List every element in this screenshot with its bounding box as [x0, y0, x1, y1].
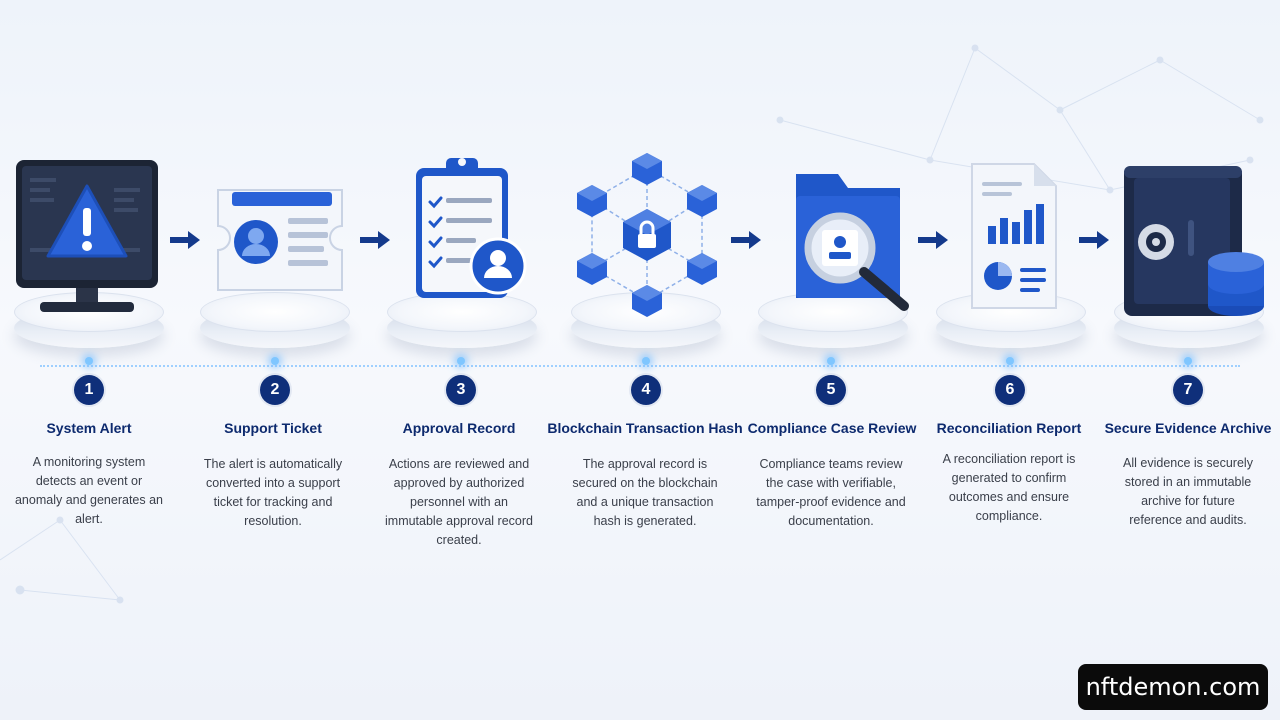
- watermark-badge: nftdemon.com: [1078, 664, 1268, 710]
- timeline-dot: [1184, 357, 1192, 365]
- timeline-dot: [1006, 357, 1014, 365]
- timeline-dot: [827, 357, 835, 365]
- timeline-line: [40, 365, 1240, 367]
- timeline-dot: [457, 357, 465, 365]
- report-chart-icon: [971, 163, 1057, 309]
- step-title: Support Ticket: [224, 420, 322, 436]
- folder-magnifier-icon: [796, 174, 909, 311]
- platform-6: [936, 292, 1086, 348]
- step-title: Approval Record: [402, 420, 516, 436]
- arrow-right-icon: [918, 231, 948, 249]
- arrow-right-icon: [731, 231, 761, 249]
- step-number-badge: 2: [260, 375, 290, 405]
- step-number-badge: 3: [446, 375, 476, 405]
- step-description: A reconciliation report is generated to …: [942, 452, 1076, 523]
- step-description: All evidence is securely stored in an im…: [1123, 456, 1253, 527]
- step-title: Reconciliation Report: [936, 420, 1082, 436]
- step-number-badge: 4: [631, 375, 661, 405]
- step-title: Blockchain Transaction Hash: [547, 420, 743, 436]
- arrow-right-icon: [1079, 231, 1109, 249]
- vault-database-icon: [1124, 166, 1264, 316]
- timeline-dot: [642, 357, 650, 365]
- step-number-badge: 5: [816, 375, 846, 405]
- step-number-badge: 1: [74, 375, 104, 405]
- step-title: Compliance Case Review: [747, 420, 917, 436]
- step-description: The alert is automatically converted int…: [203, 457, 343, 528]
- checklist-clipboard-icon: [416, 158, 527, 298]
- platform-2: [200, 292, 350, 348]
- platform-5: [758, 292, 908, 348]
- step-description: Compliance teams review the case with ve…: [756, 457, 906, 528]
- platform-3: [387, 292, 537, 348]
- ticket-user-icon: [217, 189, 343, 291]
- arrow-right-icon: [170, 231, 200, 249]
- step-description: The approval record is secured on the bl…: [572, 457, 718, 528]
- blockchain-lock-icon: [577, 153, 717, 317]
- step-title: System Alert: [46, 420, 132, 436]
- timeline-dot: [85, 357, 93, 365]
- step-number-badge: 7: [1173, 375, 1203, 405]
- arrow-right-icon: [360, 231, 390, 249]
- step-title: Secure Evidence Archive: [1104, 420, 1272, 436]
- warning-monitor-icon: [16, 160, 158, 312]
- step-number-badge: 6: [995, 375, 1025, 405]
- step-description: Actions are reviewed and approved by aut…: [385, 457, 533, 547]
- step-description: A monitoring system detects an event or …: [14, 455, 164, 526]
- timeline-dot: [271, 357, 279, 365]
